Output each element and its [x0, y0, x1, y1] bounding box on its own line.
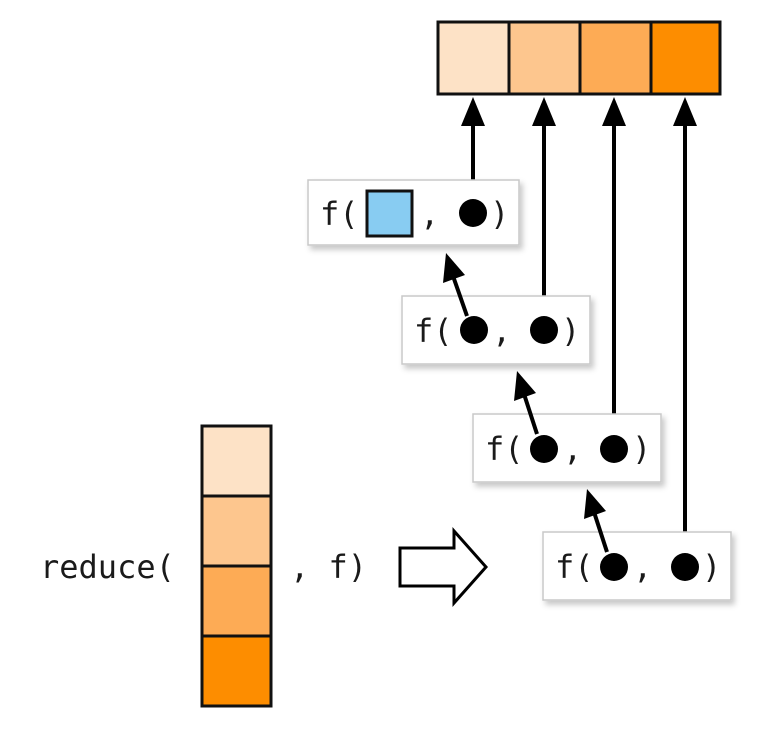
chain-arrow-line-4-to-3	[592, 511, 609, 553]
step-3-close: )	[632, 430, 651, 468]
input-cell-1	[200, 424, 273, 498]
step-box-4: f( , )	[542, 531, 732, 601]
step-box-2: f( , )	[401, 295, 591, 365]
output-vector	[436, 20, 722, 96]
reduce-call-suffix: , f)	[290, 548, 367, 586]
step-3-dot-left	[530, 435, 558, 463]
step-box-4-frame	[542, 531, 732, 601]
step-3-comma: ,	[563, 430, 582, 468]
step-4-comma: ,	[633, 548, 652, 586]
step-2-close: )	[561, 312, 580, 350]
output-cell-1	[436, 20, 511, 96]
step-2-comma: ,	[492, 312, 511, 350]
step-1-dot-right	[459, 199, 487, 227]
chain-arrow-line-2-to-1	[451, 275, 469, 317]
output-arrows	[461, 97, 697, 567]
output-arrowhead-1	[461, 97, 485, 126]
step-1-close: )	[490, 195, 509, 233]
input-cell-4	[200, 634, 273, 708]
step-2-dot-left	[460, 316, 488, 344]
step-2-open: f(	[414, 312, 453, 350]
step-box-3: f( , )	[472, 413, 662, 483]
step-4-open: f(	[555, 548, 594, 586]
chain-arrowhead-2-to-1	[443, 253, 465, 283]
step-4-dot-left	[600, 553, 628, 581]
step-4-dot-right	[671, 553, 699, 581]
step-box-2-frame	[401, 295, 591, 365]
chain-arrowhead-4-to-3	[584, 489, 606, 519]
output-cell-3	[578, 20, 653, 96]
step-3-dot-right	[600, 435, 628, 463]
input-vector	[200, 424, 273, 708]
output-cell-2	[507, 20, 582, 96]
step-box-3-frame	[472, 413, 662, 483]
chain-arrow-line-3-to-2	[522, 393, 539, 435]
output-arrowhead-2	[532, 97, 556, 126]
reduce-call-prefix: reduce(	[40, 548, 175, 586]
step-1-open: f(	[320, 195, 359, 233]
step-2-dot-right	[530, 316, 558, 344]
step-4-close: )	[702, 548, 721, 586]
block-arrow-right-icon	[398, 527, 489, 607]
step-box-1: f( , )	[307, 179, 520, 246]
chain-arrowhead-3-to-2	[514, 371, 536, 401]
input-cell-3	[200, 564, 273, 638]
output-arrowhead-4	[673, 97, 697, 126]
step-3-open: f(	[485, 430, 524, 468]
input-cell-2	[200, 494, 273, 568]
output-arrowhead-3	[602, 97, 626, 126]
step-1-comma: ,	[420, 195, 439, 233]
initial-value-square	[365, 189, 414, 238]
chain-arrows	[443, 253, 609, 553]
output-cell-4	[649, 20, 722, 96]
